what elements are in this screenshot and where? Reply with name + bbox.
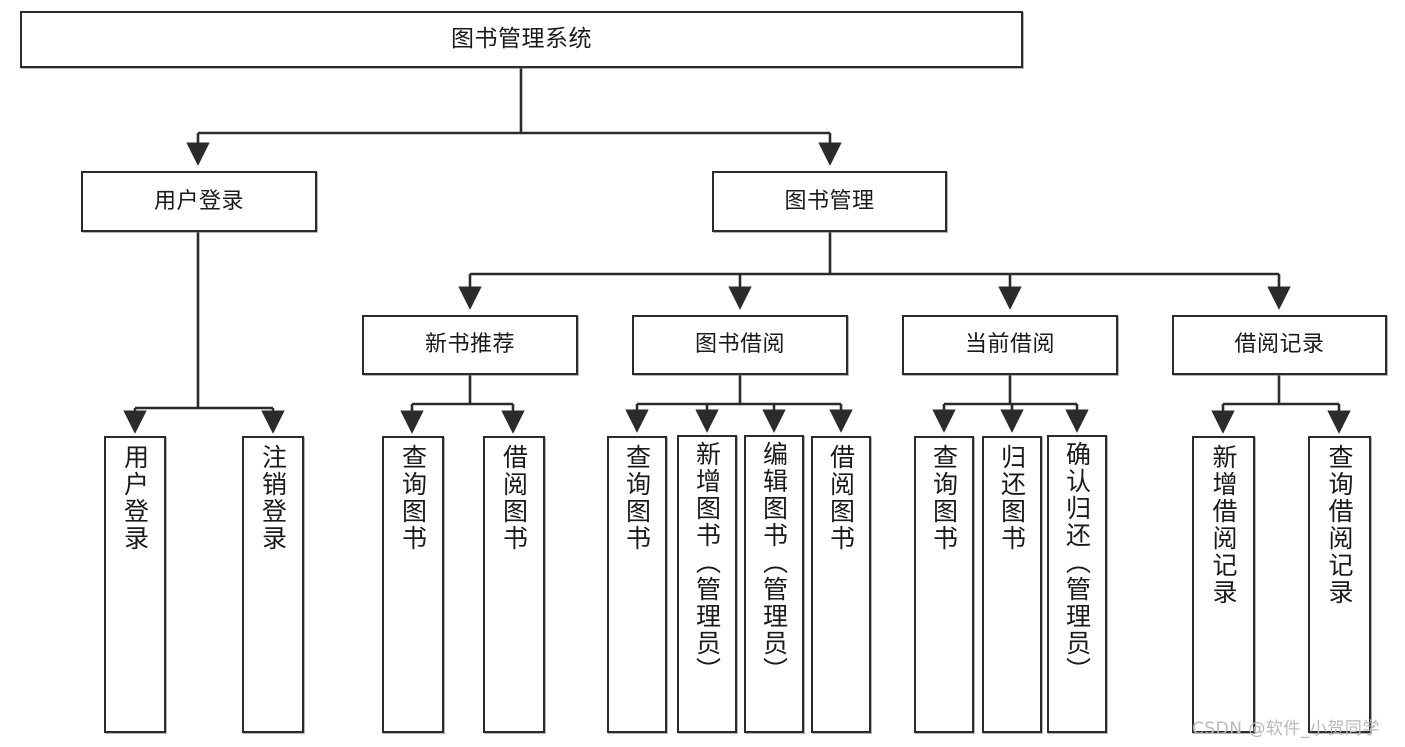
node-root-system[interactable]: 图书管理系统	[20, 11, 1023, 68]
node-label: 查询图书	[929, 444, 959, 552]
node-label: 用户登录	[120, 444, 150, 552]
node-label: 借阅记录	[1234, 332, 1325, 358]
node-label: 查询借阅记录	[1325, 444, 1354, 606]
node-label: 借阅图书	[499, 444, 529, 552]
leaf-confirm-return-admin[interactable]: 确认归还（管理员）	[1047, 435, 1107, 733]
node-label: 图书借阅	[694, 332, 785, 358]
node-label: 新书推荐	[424, 332, 515, 358]
leaf-borrow-book-recommend[interactable]: 借阅图书	[483, 436, 545, 733]
node-book-borrow[interactable]: 图书借阅	[632, 315, 848, 375]
leaf-query-book-current[interactable]: 查询图书	[914, 436, 974, 733]
node-borrow-record[interactable]: 借阅记录	[1172, 315, 1387, 375]
leaf-add-book-admin[interactable]: 新增图书（管理员）	[677, 435, 737, 733]
csdn-watermark: CSDN @软件_小贺同学	[1192, 719, 1380, 739]
node-user-login[interactable]: 用户登录	[81, 171, 317, 232]
leaf-borrow-book[interactable]: 借阅图书	[811, 436, 871, 733]
leaf-return-book[interactable]: 归还图书	[982, 436, 1042, 733]
node-label: 图书管理	[784, 188, 875, 214]
node-current-borrow[interactable]: 当前借阅	[902, 315, 1118, 375]
leaf-edit-book-admin[interactable]: 编辑图书（管理员）	[744, 435, 804, 733]
node-label: 当前借阅	[964, 332, 1055, 358]
leaf-user-login[interactable]: 用户登录	[104, 436, 166, 733]
node-label: 用户登录	[153, 188, 244, 214]
node-label: 归还图书	[997, 444, 1027, 552]
node-label: 注销登录	[258, 444, 288, 552]
node-label: 新增图书（管理员）	[692, 441, 722, 684]
leaf-query-book-recommend[interactable]: 查询图书	[382, 436, 444, 733]
node-label: 确认归还（管理员）	[1062, 441, 1092, 684]
node-label: 借阅图书	[826, 444, 856, 552]
node-label: 图书管理系统	[451, 26, 592, 53]
leaf-add-borrow-record[interactable]: 新增借阅记录	[1192, 436, 1255, 733]
node-label: 查询图书	[622, 444, 652, 552]
node-book-management[interactable]: 图书管理	[712, 171, 947, 232]
leaf-query-borrow-record[interactable]: 查询借阅记录	[1308, 436, 1371, 733]
leaf-logout-login[interactable]: 注销登录	[242, 436, 304, 733]
node-label: 新增借阅记录	[1209, 444, 1238, 606]
node-new-book-recommend[interactable]: 新书推荐	[362, 315, 578, 375]
node-label: 编辑图书（管理员）	[759, 441, 789, 684]
node-label: 查询图书	[398, 444, 428, 552]
leaf-query-book-borrow[interactable]: 查询图书	[607, 436, 667, 733]
